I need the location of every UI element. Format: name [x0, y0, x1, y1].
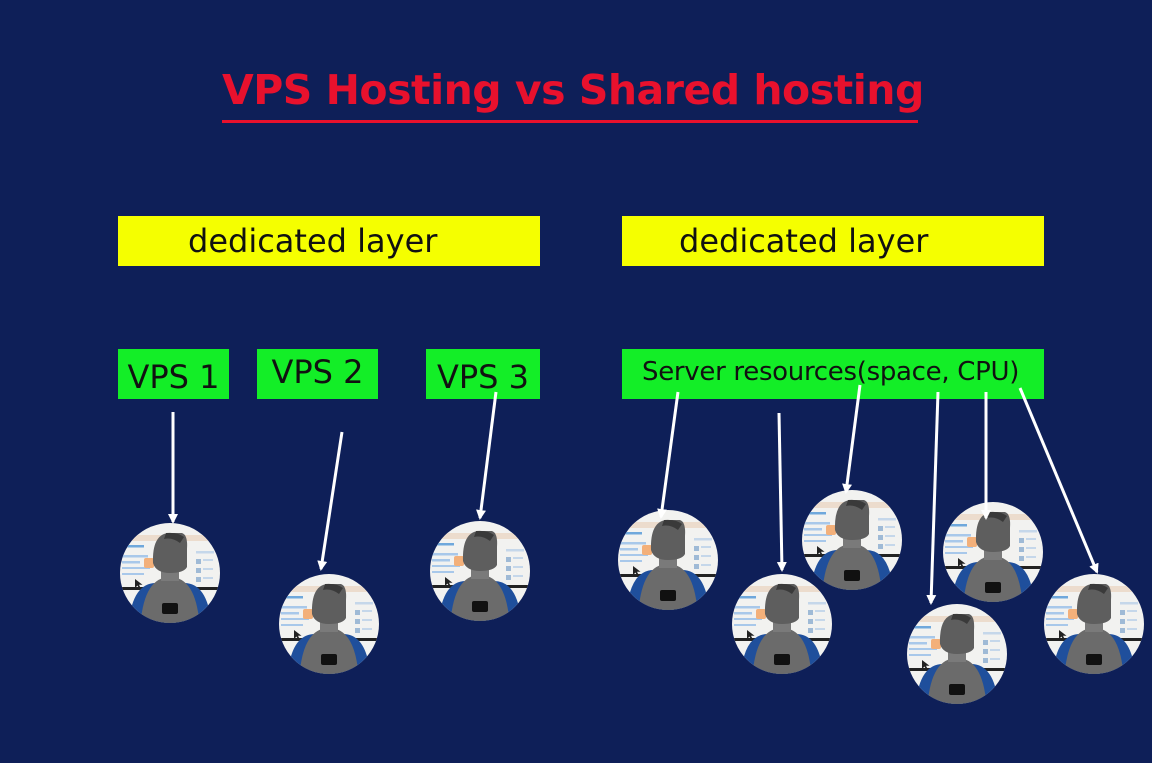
user-at-computer-icon: [277, 574, 381, 684]
vps-2-box: VPS 2: [257, 349, 378, 399]
arrow-vps3-user: [476, 391, 498, 520]
server-resources-box: Server resources(space, CPU): [622, 349, 1044, 399]
shared-dedicated-layer: dedicated layer: [622, 216, 1044, 266]
arrow-shared-user-4: [926, 391, 940, 605]
arrow-vps2-user: [317, 431, 344, 571]
arrow-shared-user-1: [657, 391, 680, 519]
arrow-shared-user-6: [1018, 387, 1099, 574]
user-at-computer-icon: [428, 521, 532, 631]
vps-dedicated-layer: dedicated layer: [118, 216, 540, 266]
user-at-computer-icon: [616, 510, 720, 620]
user-at-computer-icon: [905, 604, 1009, 714]
arrow-shared-user-2: [776, 412, 787, 572]
user-at-computer-icon: [941, 502, 1045, 612]
page-title: VPS Hosting vs Shared hosting: [222, 66, 924, 114]
user-at-computer-icon: [800, 490, 904, 600]
vps-3-box: VPS 3: [426, 349, 540, 399]
user-at-computer-icon: [1042, 574, 1146, 684]
user-at-computer-icon: [118, 523, 222, 633]
user-at-computer-icon: [730, 574, 834, 684]
title-underline: [222, 120, 918, 123]
vps-1-box: VPS 1: [118, 349, 229, 399]
arrow-shared-user-3: [842, 384, 862, 494]
